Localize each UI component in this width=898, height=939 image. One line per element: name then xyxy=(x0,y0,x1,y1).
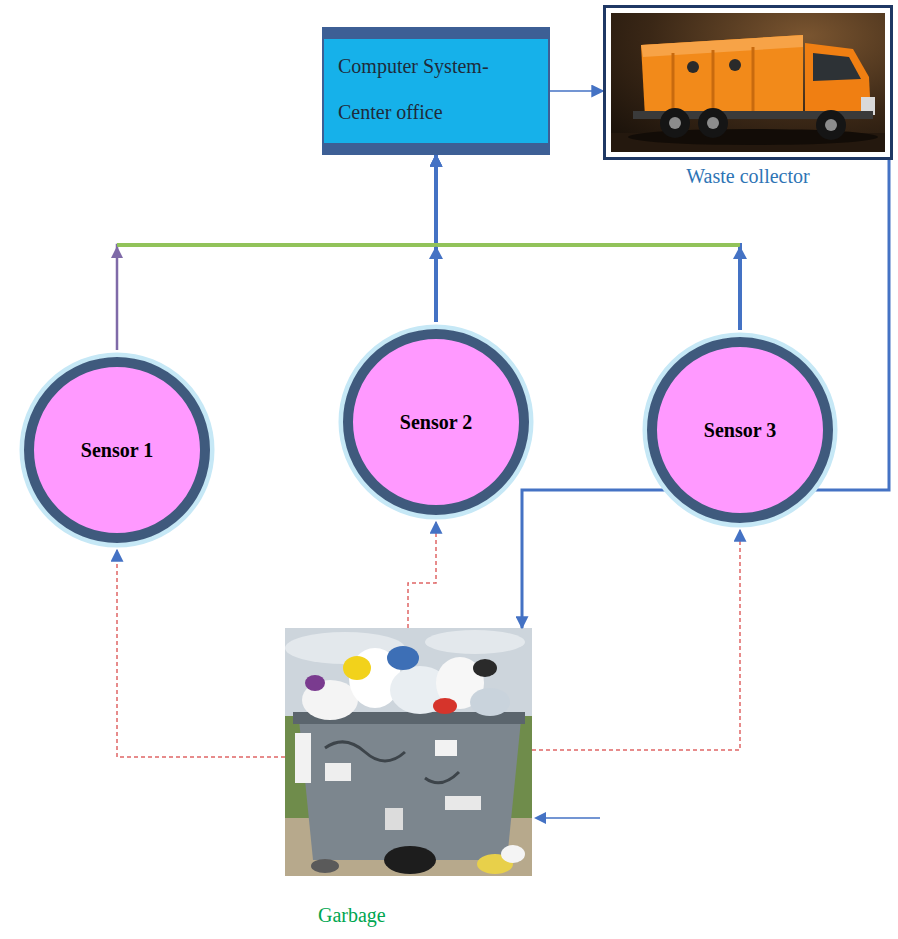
connector xyxy=(117,550,285,757)
connector xyxy=(532,530,740,750)
picture-caption: Garbage xyxy=(285,904,532,927)
bus-line xyxy=(117,243,740,247)
truck-node: Waste collector xyxy=(603,5,893,160)
picture-caption: Waste collector xyxy=(606,165,890,188)
pointer-arrowhead xyxy=(534,812,546,824)
circle-glow xyxy=(22,355,212,545)
sensor-label: Sensor 3 xyxy=(704,419,776,442)
sensor-circle: Sensor 3 xyxy=(640,330,840,530)
circle-body xyxy=(652,342,828,518)
box-label: Computer System- Center office xyxy=(338,43,523,135)
connector xyxy=(522,160,889,628)
connector xyxy=(408,522,436,628)
process-box: Computer System- Center office xyxy=(322,27,550,155)
sensor-label: Sensor 2 xyxy=(400,411,472,434)
circle-body xyxy=(348,334,524,510)
circle-glow xyxy=(341,327,531,517)
truck-picture xyxy=(603,5,893,160)
sensor-circle: Sensor 2 xyxy=(336,322,536,522)
sensor-circle: Sensor 1 xyxy=(17,350,217,550)
connector xyxy=(117,155,436,350)
circle-body xyxy=(29,362,205,538)
connector xyxy=(550,90,603,92)
circle-glow xyxy=(645,335,835,525)
garbage-node: Garbage xyxy=(285,628,532,876)
pointer-line xyxy=(546,817,600,819)
sensor-label: Sensor 1 xyxy=(81,439,153,462)
bus-arrowhead xyxy=(429,246,443,259)
garbage-picture xyxy=(285,628,532,876)
bus-arrowhead xyxy=(733,246,747,259)
bus-arrowhead xyxy=(111,246,123,258)
